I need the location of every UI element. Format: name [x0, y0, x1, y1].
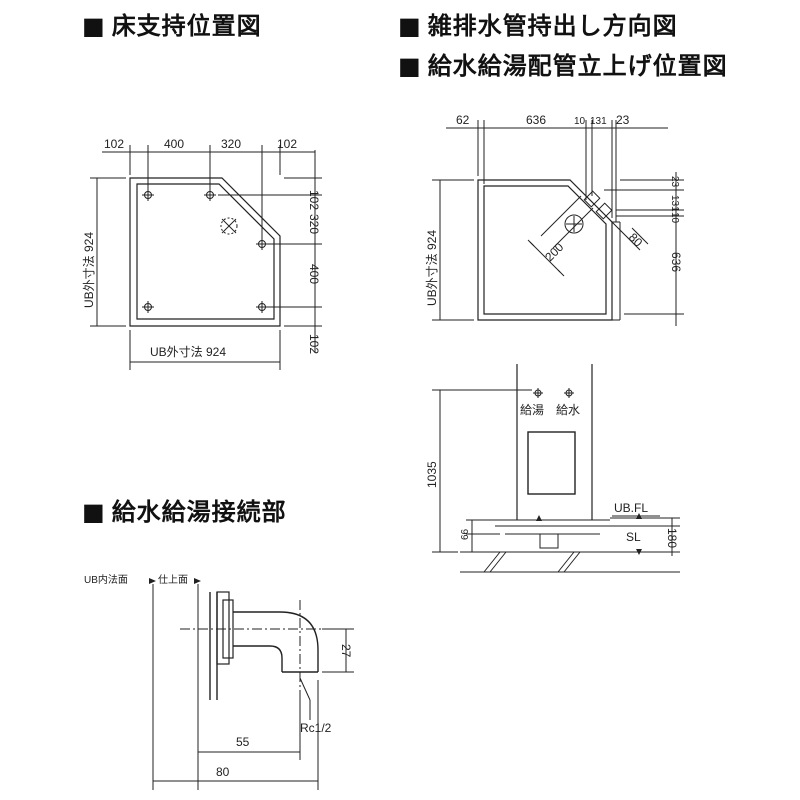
supply-elevation: [432, 364, 680, 573]
heading-drain-direction: 雑排水管持出し方向図: [398, 12, 678, 40]
connection-detail: [152, 584, 354, 790]
dim-text: 62: [456, 113, 470, 127]
drain-left-dim-label: UB外寸法 924: [425, 230, 439, 306]
support-bolt-icon: [142, 301, 154, 313]
dim-text: 102: [277, 137, 297, 151]
heading-connection: 給水給湯接続部: [82, 498, 287, 526]
ub-fl-label: UB.FL: [614, 501, 648, 515]
dim-text: 27: [339, 644, 353, 658]
cold-water-port-icon: [564, 388, 574, 398]
dim-text: 10: [574, 116, 586, 127]
dim-text: 80: [626, 230, 646, 250]
support-bolt-icon: [256, 301, 268, 313]
dim-text: 66: [460, 528, 471, 540]
dim-text: 400: [307, 264, 321, 284]
dim-text: 80: [216, 765, 230, 779]
arrow-icon: [636, 513, 642, 519]
drain-direction-plan: [432, 120, 684, 326]
inner-face-label: UB内法面: [84, 573, 128, 586]
floor-left-dim-label: UB外寸法 924: [82, 232, 96, 308]
dim-text: 102: [307, 190, 321, 210]
finish-face-label: 仕上面: [158, 573, 188, 586]
dim-text: 180: [665, 528, 679, 548]
dim-text: 131: [669, 195, 680, 212]
dim-text: 400: [164, 137, 184, 151]
dim-text: 131: [590, 116, 607, 127]
hot-water-port-icon: [533, 388, 543, 398]
heading-floor-support: 床支持位置図: [82, 12, 262, 40]
support-bolt-icon: [204, 189, 216, 201]
dim-text: 10: [669, 212, 680, 224]
arrow-icon: [636, 549, 642, 555]
dim-text: 1035: [425, 461, 439, 488]
dim-text: 636: [669, 252, 683, 272]
dim-text: 320: [221, 137, 241, 151]
dim-text: 102: [104, 137, 124, 151]
arrow-icon: [149, 578, 156, 584]
dim-text: 102: [307, 334, 321, 354]
heading-supply-riser: 給水給湯配管立上げ位置図: [398, 52, 728, 80]
floor-support-plan: [90, 145, 322, 370]
arrow-icon: [536, 515, 542, 521]
dim-text: 636: [526, 113, 546, 127]
hot-water-label: 給湯: [520, 403, 544, 417]
thread-label: Rc1/2: [300, 721, 332, 735]
dim-text: 200: [542, 240, 566, 264]
dim-text: 23: [669, 176, 680, 188]
dim-text: 55: [236, 735, 250, 749]
dim-text: 23: [616, 113, 630, 127]
dim-text: 320: [307, 214, 321, 234]
arrow-icon: [194, 578, 201, 584]
cold-water-label: 給水: [556, 403, 580, 417]
sl-label: SL: [626, 530, 641, 544]
drain-icon: [220, 217, 238, 235]
floor-bottom-dim-label: UB外寸法 924: [150, 345, 226, 359]
